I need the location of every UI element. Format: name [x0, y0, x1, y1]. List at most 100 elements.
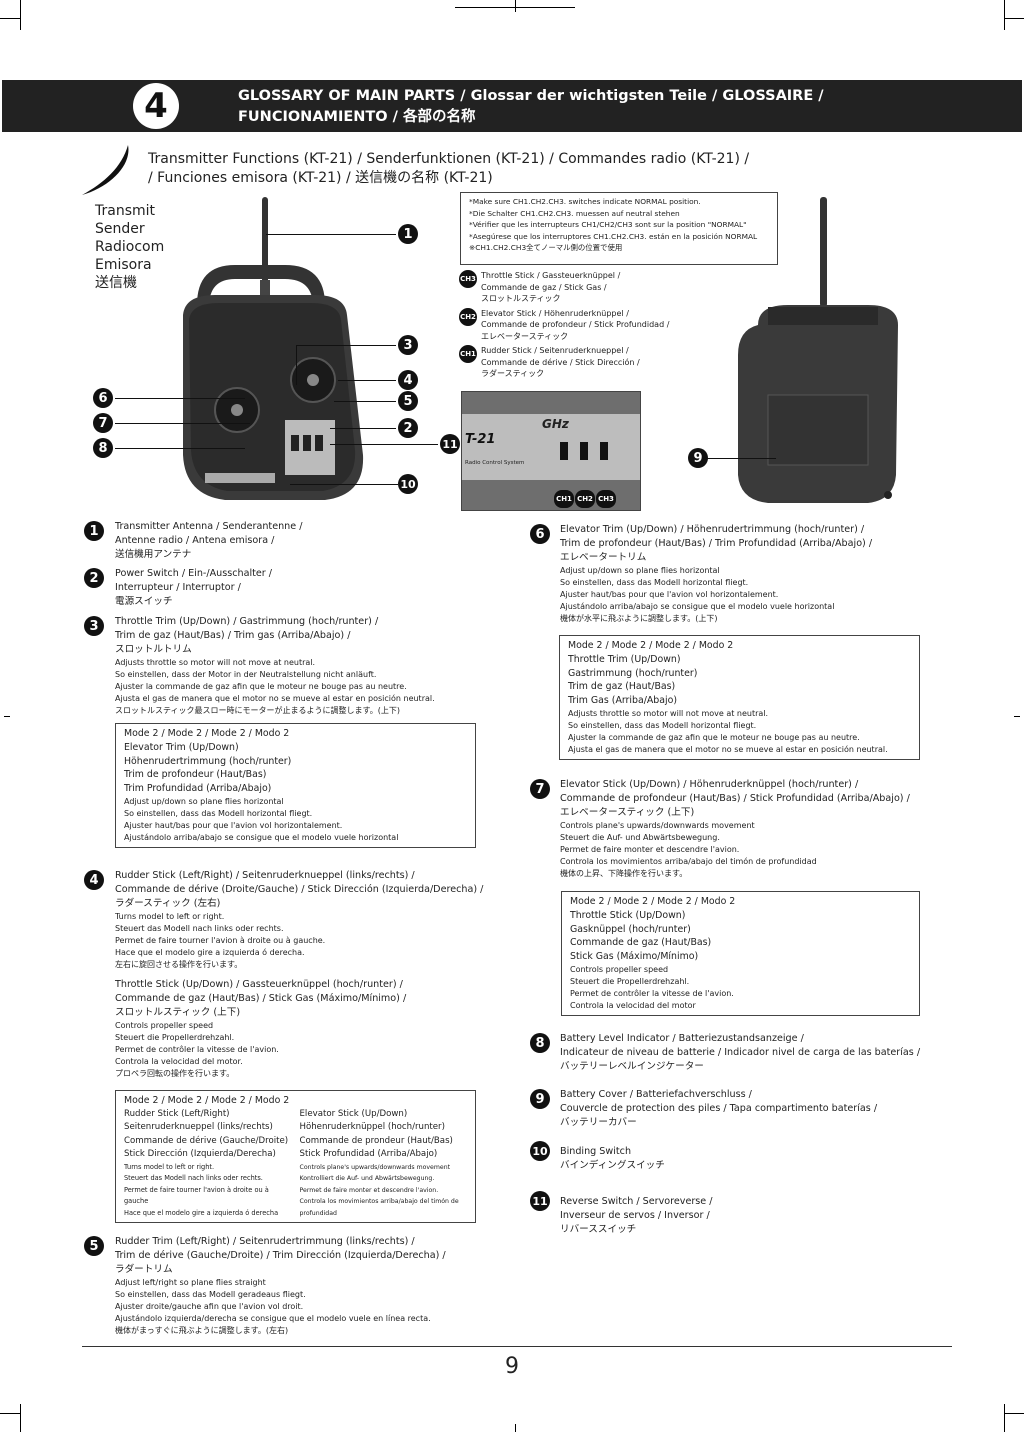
section-number-badge: 4	[133, 83, 179, 129]
mode-head-line: Trim Profundidad (Arriba/Abajo)	[124, 783, 272, 795]
side-label-fr: Radiocom	[95, 239, 165, 255]
callout-1: 1	[398, 224, 418, 244]
ch2-badge: CH2	[459, 307, 477, 326]
mode-body-line: Ajuster haut/bas pour que l'avion vol ho…	[124, 820, 343, 830]
item-body-line: Steuert die Auf- und Abwärtsbewegung.	[560, 833, 720, 842]
item-5-number: 5	[84, 1236, 104, 1256]
item-head-line: Elevator Trim (Up/Down) / Höhenrudertrim…	[560, 524, 865, 535]
transmitter-front-illustration	[183, 197, 364, 500]
mode-body-line: Permet de faire monter et descendre l'av…	[299, 1186, 439, 1194]
callout-6: 6	[93, 388, 113, 408]
item-head-line: スロットルスティック (上下)	[115, 1007, 241, 1018]
item-head-line: Commande de dérive (Droite/Gauche) / Sti…	[115, 884, 484, 895]
mode-head-line: Elevator Trim (Up/Down)	[124, 741, 239, 753]
item-6-mode-box: Mode 2 / Mode 2 / Mode 2 / Modo 2 Thrott…	[559, 635, 920, 760]
item-head-line: Trim de gaz (Haut/Bas) / Trim gas (Arrib…	[115, 630, 351, 641]
ch3-badge: CH3	[459, 270, 477, 288]
item-body-line: Adjust left/right so plane flies straigh…	[115, 1278, 266, 1287]
callout-11: 11	[440, 434, 460, 454]
ch2-line: Elevator Stick / Höhenruderknüppel /	[481, 308, 629, 318]
mode-head-line: Trim Gas (Arriba/Abajo)	[568, 695, 677, 707]
item-7-mode-box: Mode 2 / Mode 2 / Mode 2 / Modo 2 Thrott…	[561, 891, 920, 1016]
footer-rule	[82, 1346, 952, 1347]
item-head-line: 送信機用アンテナ	[115, 549, 192, 560]
item-head-line: Trim de dérive (Gauche/Droite) / Trim Di…	[115, 1250, 446, 1261]
item-head-line: Transmitter Antenna / Senderantenne /	[115, 521, 303, 532]
item-body-line: Ajustándolo izquierda/derecha se consigu…	[115, 1314, 431, 1323]
ch3-line: スロットルスティック	[481, 294, 561, 303]
item-body-line: Permet de faire monter et descendre l'av…	[560, 845, 740, 854]
ch1-line: Commande de dérive / Stick Dirección /	[481, 357, 640, 367]
item-2-power-switch: Power Switch / Ein-/Ausschalter / Interr…	[115, 567, 495, 609]
item-head-line: Couvercle de protection des piles / Tapa…	[560, 1103, 878, 1114]
mode-head-line: Stick Profundidad (Arriba/Abajo)	[299, 1149, 438, 1160]
mode-head-line: Seitenruderknueppel (links/rechts)	[124, 1122, 273, 1133]
mode-body-line: Ajuster la commande de gaz afin que le m…	[568, 732, 860, 742]
subheader-line2: / Funciones emisora (KT-21) / 送信機の名称 (KT…	[148, 170, 493, 186]
item-4-mode-box: Mode 2 / Mode 2 / Mode 2 / Modo 2 Rudder…	[115, 1090, 476, 1224]
item-body-line: Ajusta el gas de manera que el motor no …	[115, 694, 435, 703]
item-head-line: スロットルトリム	[115, 644, 192, 655]
item-body-line: 機体がまっすぐに飛ぶように調整します。(左右)	[115, 1326, 289, 1335]
item-body-line: So einstellen, dass der Motor in der Neu…	[115, 670, 377, 679]
ch1-line: ラダースティック	[481, 369, 545, 378]
item-body-line: Steuert das Modell nach links oder recht…	[115, 924, 284, 933]
item-body-line: Controla la velocidad del motor.	[115, 1057, 243, 1066]
mode-body-line: Steuert die Propellerdrehzahl.	[570, 976, 690, 986]
item-9-number: 9	[530, 1089, 550, 1109]
mode-body-line: Controls propeller speed	[570, 964, 669, 974]
item-body-line: So einstellen, dass das Modell geradeaus…	[115, 1290, 306, 1299]
item-body-line: Permet de faire tourner l'avion à droite…	[115, 936, 326, 945]
item-body-line: Adjusts throttle so motor will not move …	[115, 658, 316, 667]
item-head-line: Binding Switch	[560, 1146, 632, 1157]
callout-9: 9	[688, 448, 708, 468]
item-body-line: Controls propeller speed	[115, 1021, 214, 1030]
side-label-de: Sender	[95, 221, 145, 237]
side-label-es: Emisora	[95, 257, 152, 273]
item-4-number: 4	[84, 870, 104, 890]
item-8-number: 8	[530, 1033, 550, 1053]
item-head-line: バッテリーレベルインジケーター	[560, 1061, 704, 1072]
item-7-number: 7	[530, 779, 550, 799]
side-label-jp: 送信機	[95, 275, 137, 291]
item-body-line: 機体が水平に飛ぶように調整します。(上下)	[560, 614, 718, 623]
mode-head-line: Rudder Stick (Left/Right)	[124, 1108, 230, 1119]
callout-2: 2	[398, 418, 418, 438]
mode-body-line: Controla la velocidad del motor	[570, 1000, 696, 1010]
item-body-line: Ajuster la commande de gaz afin que le m…	[115, 682, 407, 691]
callout-7: 7	[93, 413, 113, 433]
item-body-line: Adjust up/down so plane flies horizontal	[560, 566, 720, 575]
photo-ch3-badge: CH3	[596, 490, 616, 508]
callout-5: 5	[398, 391, 418, 411]
channel-ch3: CH3 Throttle Stick / Gassteuerknüppel / …	[459, 270, 669, 305]
item-head-line: ラダースティック (左右)	[115, 898, 221, 909]
mode-body-line: Kontrolliert die Auf- und Abwärtsbewegun…	[299, 1175, 435, 1183]
ch1-line: Rudder Stick / Seitenruderknueppel /	[481, 346, 629, 355]
item-6-number: 6	[530, 524, 550, 544]
page-number: 9	[505, 1354, 519, 1379]
item-11-number: 11	[530, 1191, 550, 1211]
mode-body-line: Hace que el modelo gire a izquierda ó de…	[124, 1208, 279, 1217]
mode-body-line: Permet de contrôler la vitesse de l'avio…	[570, 988, 734, 998]
mode-head-line: Höhenrudertrimmung (hoch/runter)	[124, 755, 292, 767]
mode-body-line: Ajustándolo arriba/abajo se consigue que…	[124, 832, 399, 842]
item-head-line: Rudder Trim (Left/Right) / Seitenrudertr…	[115, 1236, 415, 1247]
mode-head-line: Stick Gas (Máximo/Mínimo)	[570, 951, 699, 963]
mode-head-line: Gastrimmung (hoch/runter)	[568, 667, 698, 679]
photo-ch2-badge: CH2	[575, 490, 595, 508]
item-body-line: Permet de contrôler la vitesse de l'avio…	[115, 1045, 279, 1054]
item-9-battery-cover: Battery Cover / Batteriefachverschluss /…	[560, 1088, 960, 1130]
section-title-line1: GLOSSARY OF MAIN PARTS / Glossar der wic…	[238, 88, 824, 104]
item-10-number: 10	[530, 1141, 550, 1161]
callout-4: 4	[398, 370, 418, 390]
item-7-elevator-stick: Elevator Stick (Up/Down) / Höhenruderknü…	[560, 778, 940, 880]
item-10-binding-switch: Binding Switch バインディングスイッチ	[560, 1145, 960, 1173]
item-head-line: Throttle Trim (Up/Down) / Gastrimmung (h…	[115, 616, 379, 627]
item-head-line: Power Switch / Ein-/Ausschalter /	[115, 568, 273, 579]
item-head-line: Indicateur de niveau de batterie / Indic…	[560, 1047, 921, 1058]
mode-head-line: Trim de gaz (Haut/Bas)	[568, 681, 676, 693]
item-body-line: Controla los movimientos arriba/abajo de…	[560, 857, 817, 866]
item-head-line: Elevator Stick (Up/Down) / Höhenruderknü…	[560, 779, 859, 790]
item-8-battery-indicator: Battery Level Indicator / Batteriezustan…	[560, 1032, 960, 1074]
item-body-line: プロペラ回転の操作を行います。	[115, 1069, 235, 1078]
